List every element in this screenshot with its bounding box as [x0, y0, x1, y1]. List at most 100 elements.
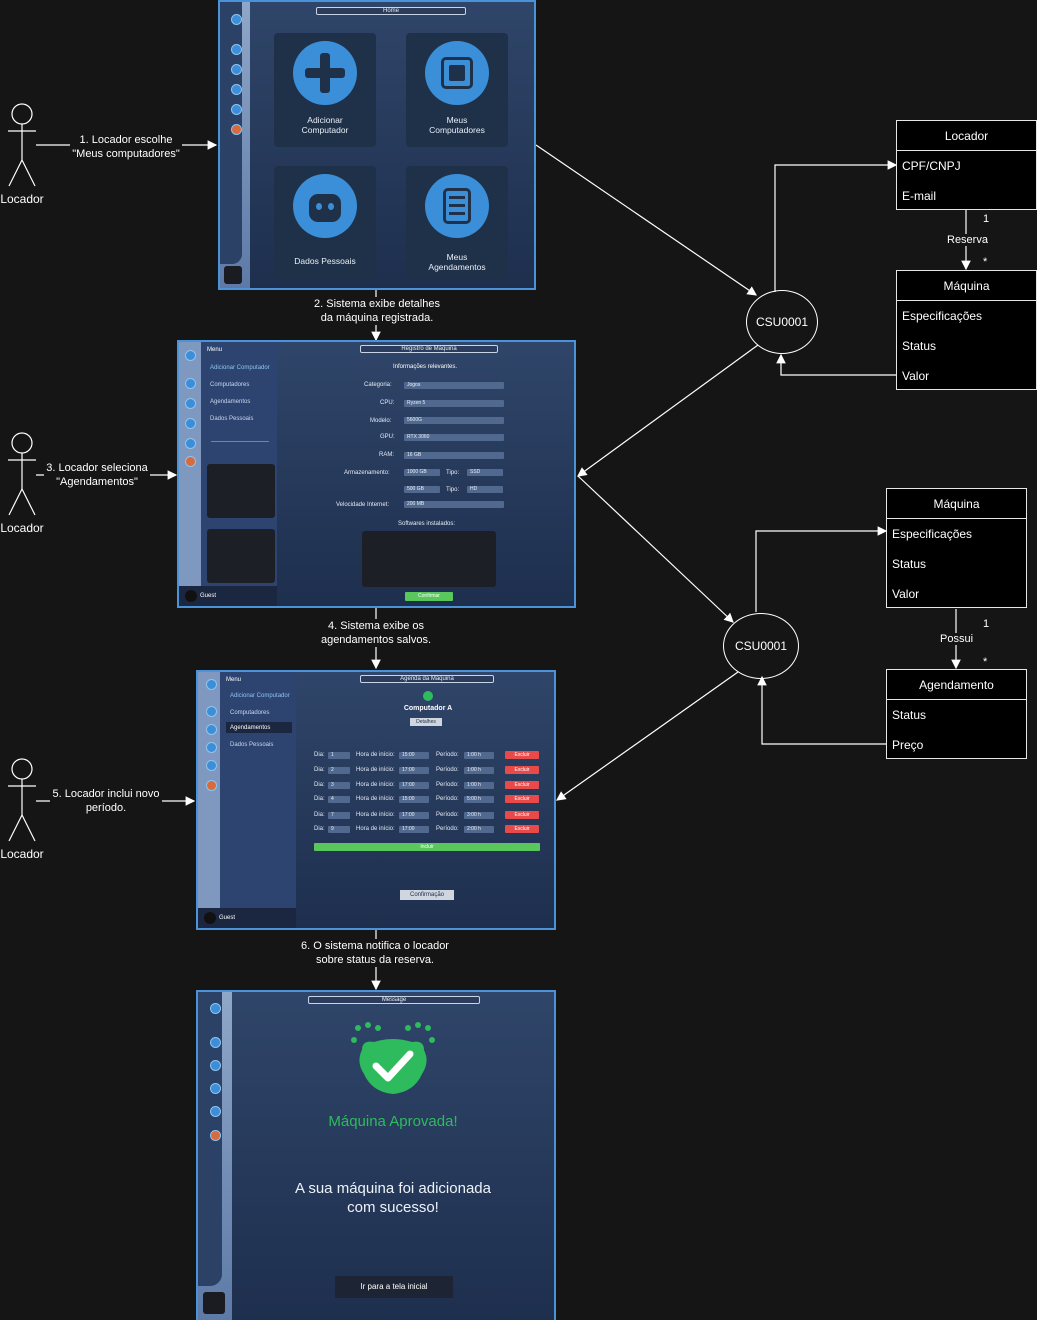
screen-home: Home Adicionar Computador Meus Computado… [218, 0, 536, 290]
delete-button[interactable]: Excluir [505, 825, 539, 833]
user-bar[interactable]: Guest [198, 908, 296, 928]
start-time-select[interactable]: 17:00 [399, 767, 429, 774]
avatar [185, 590, 197, 602]
day-select[interactable]: 4 [328, 796, 350, 803]
profile-icon[interactable] [231, 124, 242, 135]
computer-name: Computador A [403, 705, 453, 712]
label-hora: Hora de início: [356, 767, 395, 773]
go-home-button[interactable]: Ir para a tela inicial [335, 1276, 453, 1298]
menu-item-computers[interactable]: Computadores [230, 710, 270, 716]
specs-button[interactable]: Detalhes [410, 718, 442, 726]
avatar[interactable] [224, 266, 242, 284]
day-select[interactable]: 3 [328, 782, 350, 789]
home-title: Home [316, 7, 466, 15]
screen-registro: Menu Adicionar Computador Computadores A… [177, 340, 576, 608]
section-title: Informações relevantes. [393, 364, 458, 370]
logo-icon [206, 679, 217, 690]
tile-personal-data[interactable]: Dados Pessoais [274, 166, 376, 280]
tile-my-schedules[interactable]: Meus Agendamentos [406, 166, 508, 280]
class-locador: Locador CPF/CNPJ E-mail [896, 120, 1037, 210]
grid-icon[interactable] [231, 84, 242, 95]
period-select[interactable]: 3:00 h [464, 812, 494, 819]
add-period-button[interactable]: Incluir [314, 843, 540, 851]
plus-icon[interactable] [206, 760, 217, 771]
user-bar[interactable]: Guest [179, 586, 277, 606]
computer-icon[interactable] [185, 378, 196, 389]
delete-button[interactable]: Excluir [505, 795, 539, 803]
menu-item-add[interactable]: Adicionar Computador [210, 365, 270, 371]
plus-icon[interactable] [210, 1106, 221, 1117]
schedule-icon[interactable] [185, 398, 196, 409]
computer-icon[interactable] [210, 1037, 221, 1048]
menu-item-add[interactable]: Adicionar Computador [230, 693, 290, 699]
confirm-button[interactable]: Confirmação [400, 890, 454, 900]
grid-icon[interactable] [206, 742, 217, 753]
schedule-icon[interactable] [206, 724, 217, 735]
ram-select[interactable]: 16 GB [404, 452, 504, 459]
menu-item-schedules[interactable]: Agendamentos [210, 399, 251, 405]
actor-2-name: Locador [0, 521, 44, 535]
computer-icon[interactable] [206, 706, 217, 717]
class-attr: Especificações [902, 309, 983, 323]
menu-item-personal[interactable]: Dados Pessoais [230, 742, 274, 748]
profile-icon[interactable] [206, 780, 217, 791]
tile-label: Meus Computadores [429, 115, 485, 135]
cpu-select[interactable]: Ryzen 5 [404, 400, 504, 407]
menu-item-personal[interactable]: Dados Pessoais [210, 416, 254, 422]
storage-1-input[interactable]: 1000 GB [404, 469, 440, 476]
day-select[interactable]: 1 [328, 752, 350, 759]
grid-icon[interactable] [185, 418, 196, 429]
speed-select[interactable]: 200 MB [404, 501, 504, 508]
robot-icon [293, 174, 357, 238]
plus-icon[interactable] [185, 438, 196, 449]
type-1-input[interactable]: SSD [467, 469, 503, 476]
delete-button[interactable]: Excluir [505, 811, 539, 819]
storage-2-input[interactable]: 500 GB [404, 486, 440, 493]
start-time-select[interactable]: 17:00 [399, 812, 429, 819]
delete-button[interactable]: Excluir [505, 766, 539, 774]
tile-my-computers[interactable]: Meus Computadores [406, 33, 508, 147]
step-3-label: 3. Locador seleciona "Agendamentos" [44, 461, 150, 489]
label-cpu: CPU: [380, 400, 395, 406]
class-name: Locador [897, 121, 1036, 151]
profile-icon[interactable] [185, 456, 196, 467]
label-categoria: Categoria: [364, 382, 392, 388]
label-hora: Hora de início: [356, 812, 395, 818]
start-time-select[interactable]: 15:00 [399, 752, 429, 759]
period-select[interactable]: 1:00 h [464, 752, 494, 759]
start-time-select[interactable]: 17:00 [399, 782, 429, 789]
start-time-select[interactable]: 17:00 [399, 826, 429, 833]
menu-item-computers[interactable]: Computadores [210, 382, 250, 388]
period-select[interactable]: 1:00 h [464, 767, 494, 774]
class-name: Agendamento [887, 670, 1026, 700]
plus-icon[interactable] [231, 104, 242, 115]
profile-icon[interactable] [210, 1130, 221, 1141]
schedule-icon[interactable] [210, 1060, 221, 1071]
confirm-button[interactable]: Confirmar [405, 592, 453, 601]
period-select[interactable]: 1:00 h [464, 782, 494, 789]
schedule-icon[interactable] [231, 64, 242, 75]
delete-button[interactable]: Excluir [505, 751, 539, 759]
computer-icon[interactable] [231, 44, 242, 55]
day-select[interactable]: 2 [328, 767, 350, 774]
period-select[interactable]: 2:00 h [464, 826, 494, 833]
categoria-select[interactable]: Jogos [404, 382, 504, 389]
approved-check-icon [351, 1022, 435, 1094]
menu-item-schedules[interactable]: Agendamentos [230, 725, 271, 731]
tile-add-computer[interactable]: Adicionar Computador [274, 33, 376, 147]
step-4-label: 4. Sistema exibe os agendamentos salvos. [318, 619, 434, 647]
modelo-select[interactable]: 5600G [404, 417, 504, 424]
gpu-select[interactable]: RTX 3060 [404, 434, 504, 441]
period-select[interactable]: 5:00 h [464, 796, 494, 803]
software-list[interactable] [362, 531, 496, 587]
label-periodo: Período: [436, 796, 459, 802]
avatar[interactable] [203, 1292, 225, 1314]
delete-button[interactable]: Excluir [505, 781, 539, 789]
type-2-input[interactable]: HD [467, 486, 503, 493]
message-sidebar [198, 992, 232, 1320]
day-select[interactable]: 9 [328, 826, 350, 833]
start-time-select[interactable]: 15:00 [399, 796, 429, 803]
grid-icon[interactable] [210, 1083, 221, 1094]
day-select[interactable]: 7 [328, 812, 350, 819]
menu-title: Menu [226, 677, 242, 683]
